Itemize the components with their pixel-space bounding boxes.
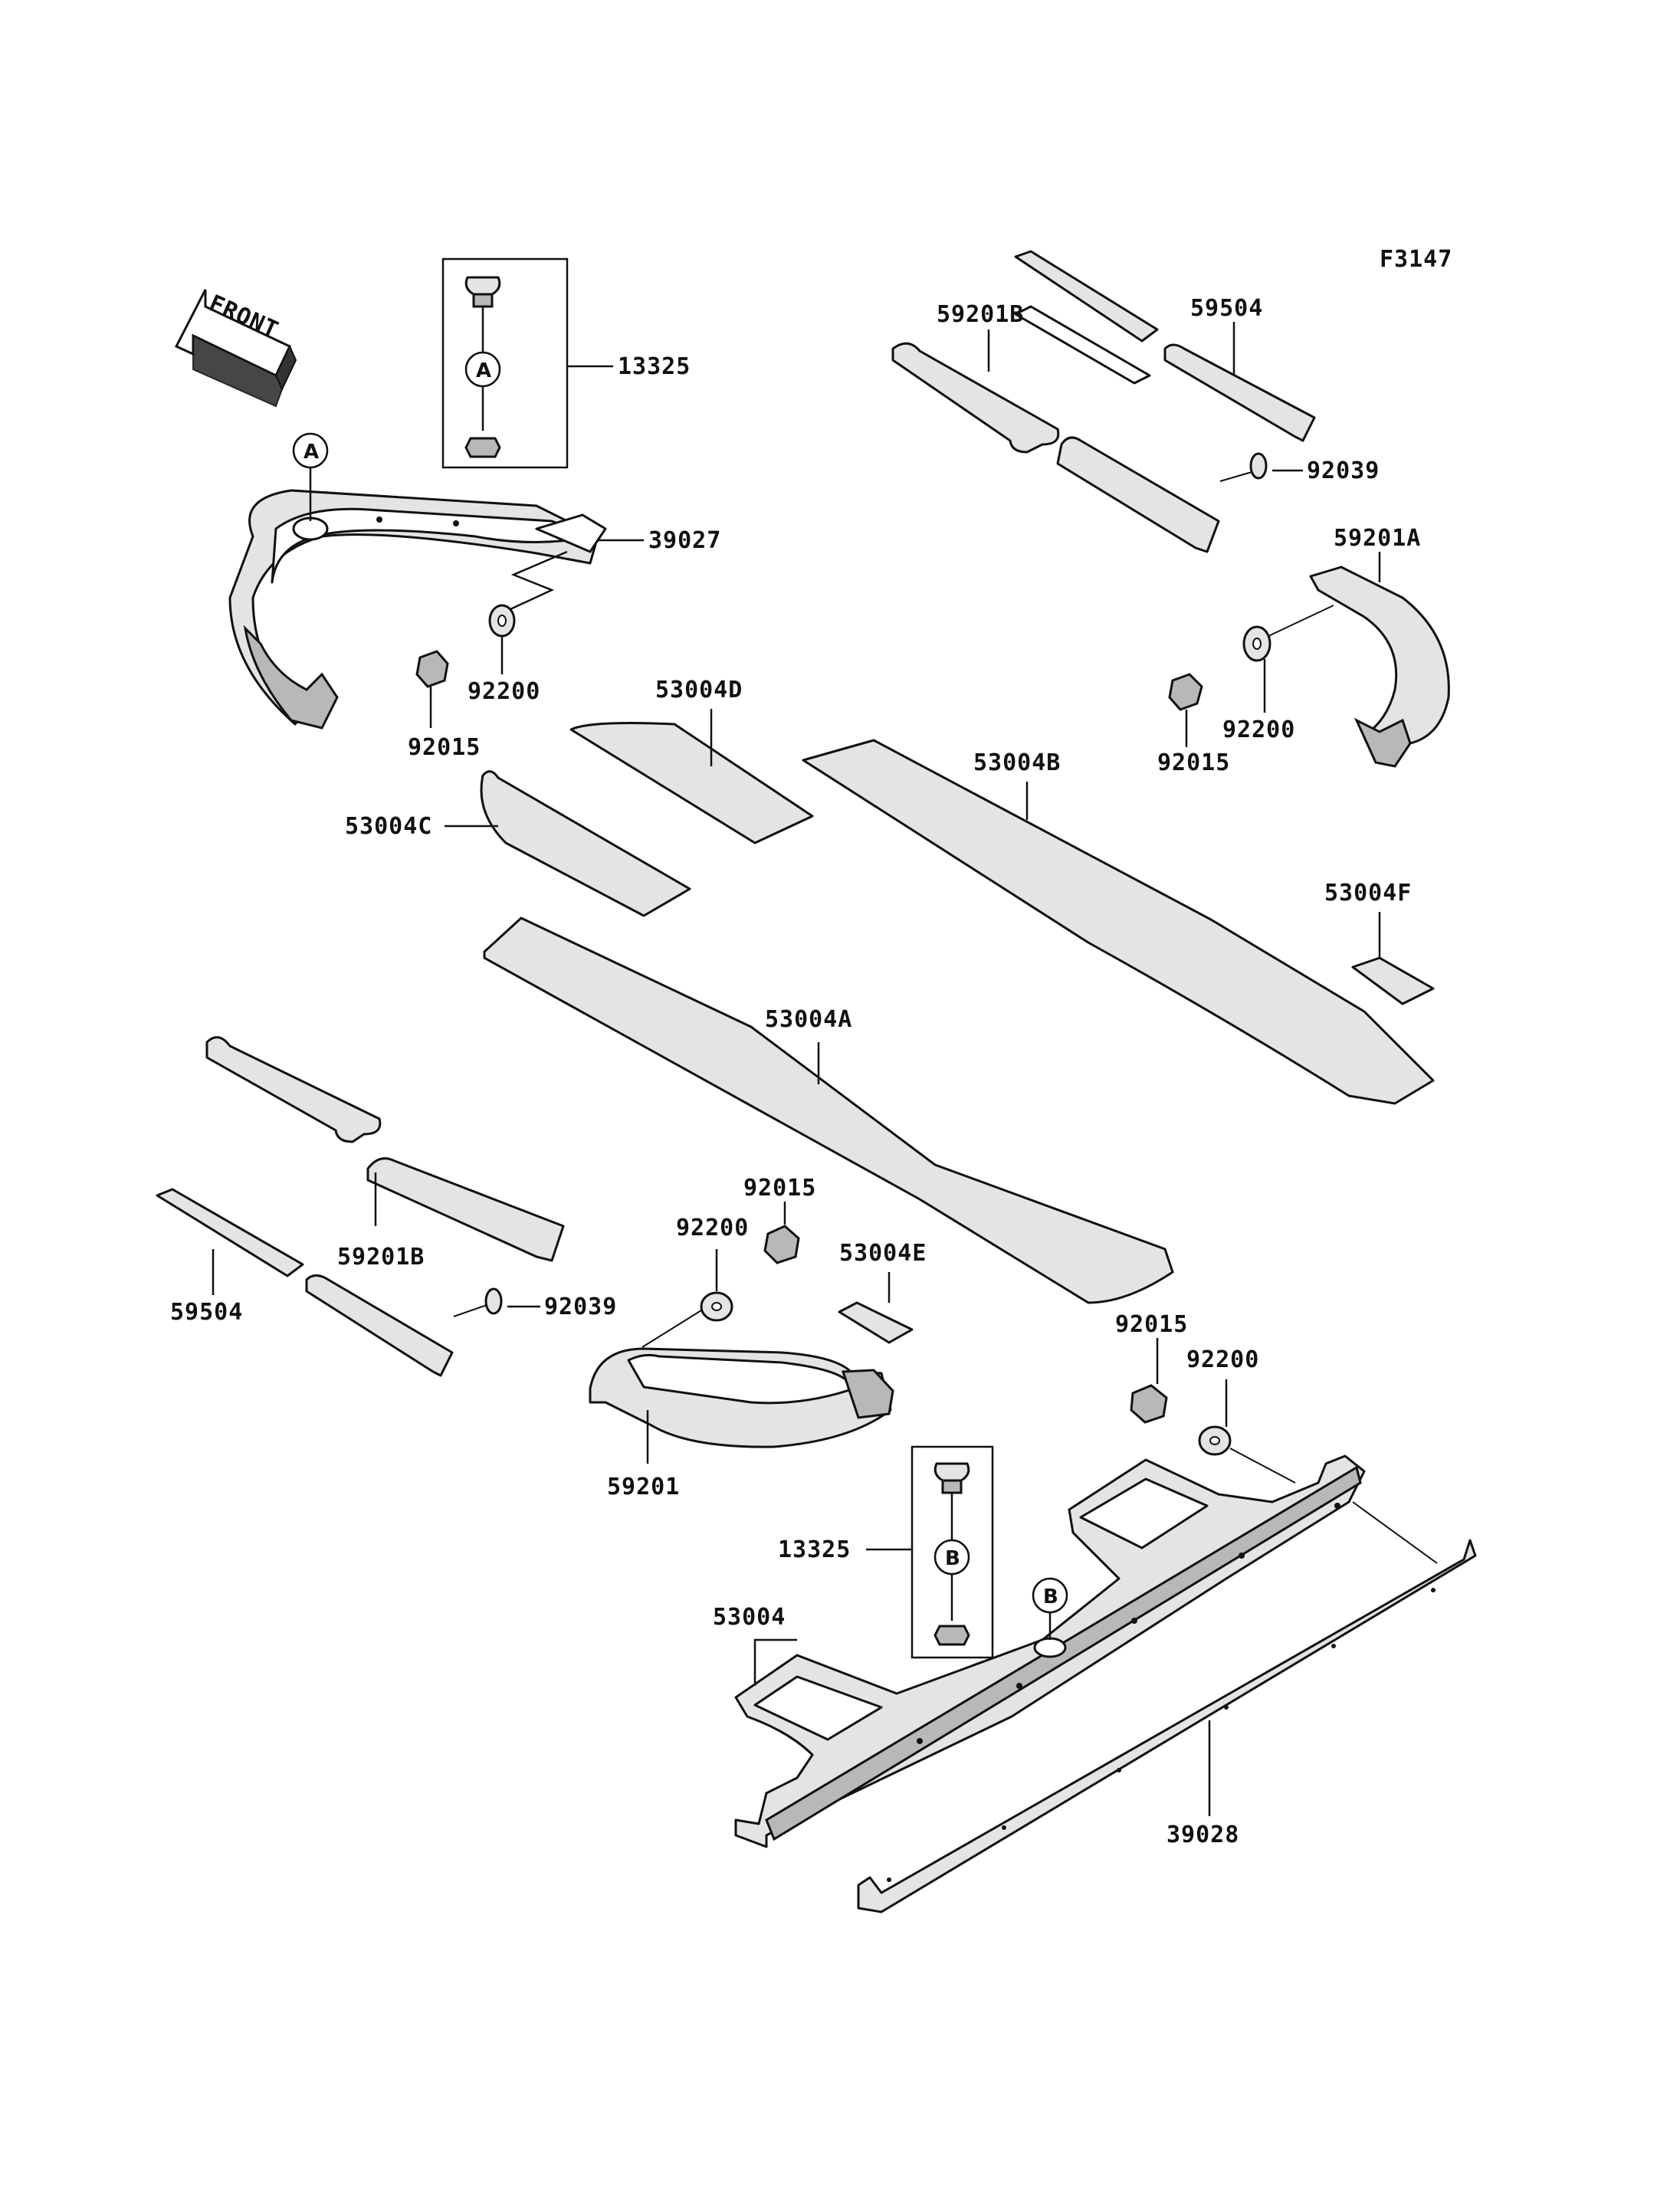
front-arrow-icon: FRONT: [174, 289, 297, 408]
label-92039-top: 92039: [1307, 457, 1380, 484]
label-59201A: 59201A: [1334, 525, 1421, 552]
label-92015-br: 92015: [1115, 1311, 1188, 1338]
label-39027: 39027: [648, 527, 721, 554]
label-39028: 39028: [1166, 1822, 1239, 1848]
handle-59201A: [1309, 552, 1450, 768]
kit-13325-top: A: [441, 257, 613, 469]
label-92200-tr: 92200: [1222, 716, 1295, 743]
label-53004E: 53004E: [839, 1240, 927, 1267]
part-39027-handle: A: [228, 432, 644, 730]
label-53004C: 53004C: [345, 813, 432, 840]
rivet-92039-top: [1219, 452, 1303, 482]
label-53004A: 53004A: [765, 1006, 852, 1033]
label-59504-top: 59504: [1190, 295, 1263, 322]
diagram-code: F3147: [1380, 246, 1452, 273]
nut-92015-br: [1130, 1338, 1168, 1424]
label-53004D: 53004D: [655, 677, 743, 703]
label-92200-br: 92200: [1186, 1346, 1259, 1373]
nut-92015-tr: [1168, 673, 1203, 747]
washer-92200-tr: [1242, 605, 1334, 713]
nut-92015-mid: [763, 1202, 800, 1264]
mat-53004C: [445, 770, 691, 917]
frame-53004: B: [734, 1454, 1366, 1848]
mat-53004B: [802, 739, 1435, 1105]
rivet-92039-bot: [453, 1287, 540, 1317]
mat-53004F: [1351, 912, 1435, 1005]
kit-13325-bot: B: [866, 1445, 994, 1659]
label-59201: 59201: [607, 1474, 680, 1500]
label-92015-tr: 92015: [1157, 749, 1230, 776]
handle-59201: [589, 1347, 894, 1464]
callout-b-label: B: [945, 1547, 960, 1570]
label-53004F: 53004F: [1324, 880, 1412, 907]
label-59201B-bot: 59201B: [337, 1244, 425, 1271]
callout-b-label-frame: B: [1043, 1585, 1058, 1608]
mat-53004A: [483, 917, 1174, 1304]
label-92200-mid: 92200: [676, 1215, 749, 1241]
label-13325-bot: 13325: [778, 1536, 851, 1563]
mat-53004E: [838, 1272, 914, 1344]
label-53004B: 53004B: [973, 749, 1061, 776]
washer-92200-mid: [641, 1249, 733, 1348]
mat-53004D: [569, 709, 814, 844]
rail-59504-top: [1014, 250, 1316, 442]
washer-92200-br: [1198, 1379, 1296, 1484]
label-53004: 53004: [713, 1604, 786, 1631]
label-92039-bot: 92039: [544, 1294, 617, 1320]
rail-39028: [857, 1501, 1477, 1913]
label-92015-tl: 92015: [408, 734, 481, 761]
label-92015-mid: 92015: [743, 1175, 816, 1202]
rail-59201B-top: [891, 305, 1220, 553]
label-13325-top: 13325: [618, 353, 691, 380]
rail-59201B-bot: [205, 1036, 565, 1262]
callout-a-label-handle: A: [304, 441, 319, 464]
rail-59504-bot: [156, 1188, 454, 1377]
label-59201B-top: 59201B: [937, 301, 1024, 328]
nut-92015-tl: [415, 650, 449, 728]
washer-92200-tl: [488, 604, 516, 674]
callout-a-label: A: [476, 359, 491, 382]
label-59504-bot: 59504: [170, 1299, 243, 1326]
label-92200-tl: 92200: [468, 678, 540, 705]
